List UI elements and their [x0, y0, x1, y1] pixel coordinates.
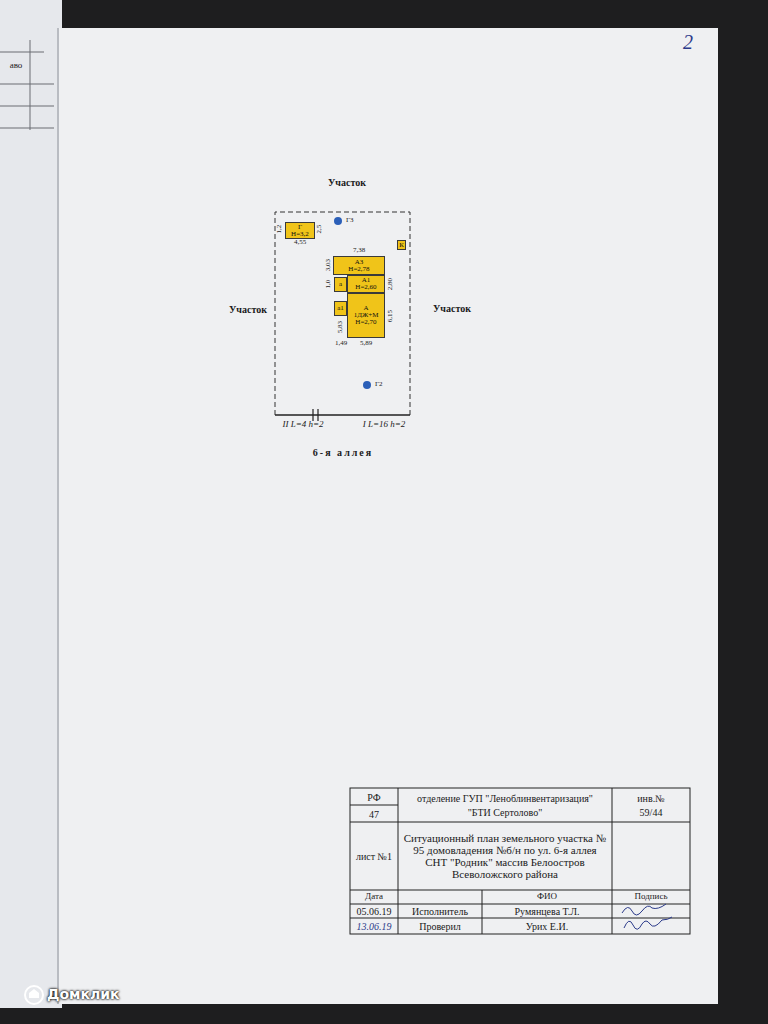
porch-box: а [334, 277, 347, 292]
fence-label: I L=16 h=2 [363, 420, 406, 430]
node-text-group: а [339, 281, 342, 288]
watermark-icon [29, 989, 39, 998]
signature [624, 917, 672, 929]
neighbour-plot-label: Участок [229, 304, 267, 315]
house-extension: А3Н=2,78 [333, 256, 385, 275]
organisation-name: "БТИ Сертолово" [468, 807, 542, 818]
title-block-cell: инв.№ [637, 793, 664, 804]
building-label: А3 [348, 259, 369, 266]
date-cell: 13.06.19 [357, 921, 392, 932]
dimension: 5,89 [360, 340, 372, 348]
house-extension: А1Н=2,60 [347, 275, 385, 293]
dimension: 2,80 [387, 278, 395, 290]
structure-dot [334, 217, 342, 225]
drawing-title: Ситуационный план земельного участка № 9… [403, 832, 608, 880]
node-text-group: а1 [337, 305, 344, 312]
node-text-group: А1Н=2,60 [355, 277, 376, 291]
title-block-header: ФИО [537, 892, 557, 902]
plot-boundary [275, 212, 410, 415]
previous-sheet [0, 0, 62, 1008]
building-label: А [354, 305, 379, 312]
dimension: 4,55 [294, 239, 306, 247]
sheet-edge [57, 28, 59, 1004]
role-cell: Проверил [419, 921, 461, 932]
well-box: К [397, 240, 406, 250]
building-label: Н=2,78 [348, 266, 369, 273]
building-label: К [399, 242, 404, 249]
building-label: Н=3,2 [291, 231, 309, 238]
neighbour-plot-label: Участок [328, 177, 366, 188]
title-block-cell: 59/44 [640, 807, 663, 818]
cut-off-text: аво [10, 61, 23, 71]
signature [622, 904, 666, 915]
building-label: а1 [337, 305, 344, 312]
paper-sheet [58, 28, 718, 1004]
main-house: А1ДЖ+МН=2,70 [347, 293, 385, 338]
structure-dot [363, 381, 371, 389]
dimension: 1,2 [276, 225, 284, 234]
fence-label: II L=4 h=2 [282, 420, 323, 430]
dimension: 6,15 [387, 310, 395, 322]
node-text-group: ГН=3,2 [291, 224, 309, 238]
structure-label: Г2 [375, 381, 383, 389]
street-name: 6-я аллея [313, 447, 373, 458]
dimension: 2,5 [316, 225, 324, 234]
previous-sheet-table [0, 40, 54, 130]
watermark: Домклик [47, 987, 120, 1002]
node-text-group: А3Н=2,78 [348, 259, 369, 273]
building-label: Н=2,60 [355, 284, 376, 291]
node-text-group: К [399, 242, 404, 249]
title-block-cell: 47 [369, 809, 379, 820]
dimension: 7,38 [353, 247, 365, 255]
building-label: Н=2,70 [354, 319, 379, 326]
name-cell: Румянцева Т.Л. [515, 906, 580, 917]
dimension: 1,0 [325, 280, 333, 289]
title-block-grid [350, 788, 690, 934]
structure-label: Г3 [346, 217, 354, 225]
title-block-cell: РФ [367, 792, 380, 803]
date-cell: 05.06.19 [357, 906, 392, 917]
dimension: 5,83 [337, 321, 345, 333]
title-block-header: Подпись [634, 892, 667, 902]
title-block-header: Дата [365, 892, 383, 902]
building-label: Г [291, 224, 309, 231]
building-label: 1ДЖ+М [354, 312, 379, 319]
outbuilding: ГН=3,2 [285, 222, 315, 239]
title-block-frame [350, 788, 690, 934]
organisation-name: отделение ГУП "Леноблинвентаризация" [417, 793, 593, 804]
watermark-icon [25, 986, 43, 1004]
name-cell: Урих Е.И. [526, 921, 568, 932]
neighbour-plot-label: Участок [433, 303, 471, 314]
fence-line [275, 414, 410, 416]
role-cell: Исполнитель [412, 906, 468, 917]
node-text-group: А1ДЖ+МН=2,70 [354, 305, 379, 326]
sheet-number: лист №1 [356, 851, 392, 862]
dimension: 1,49 [335, 340, 347, 348]
building-label: а [339, 281, 342, 288]
building-label: А1 [355, 277, 376, 284]
page-number: 2 [683, 31, 693, 53]
porch-box: а1 [334, 301, 347, 316]
dimension: 3,03 [325, 259, 333, 271]
